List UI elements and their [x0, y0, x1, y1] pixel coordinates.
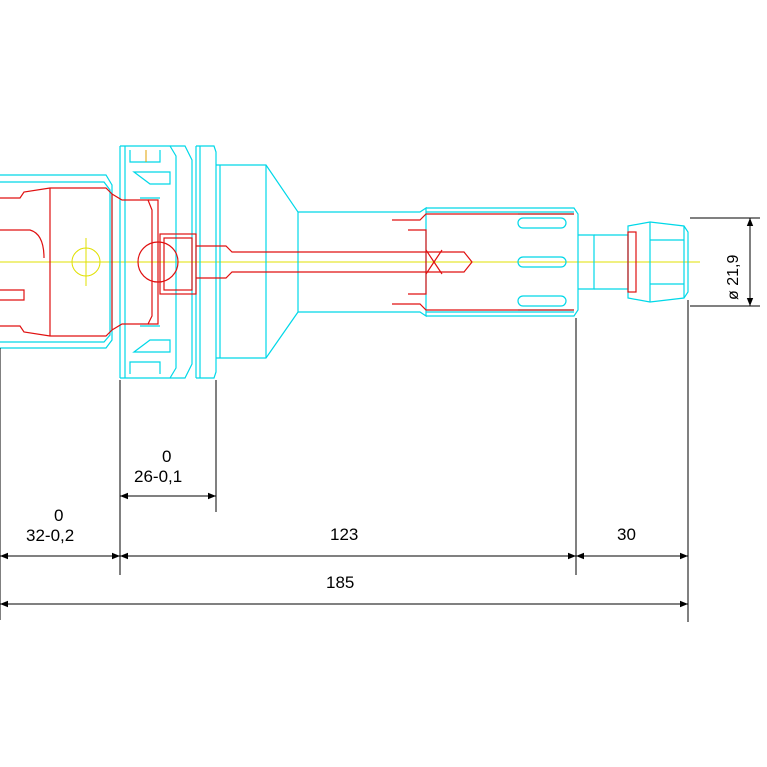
dim-diameter: ø 21,9 [725, 255, 742, 300]
dim-taper-tolerance-upper: 0 [162, 447, 171, 466]
holder-inner-parts [0, 187, 637, 337]
dim-taper-length: 26-0,1 [134, 467, 182, 486]
dim-flange-length: 32-0,2 [26, 526, 74, 545]
dim-total-length: 185 [326, 573, 354, 592]
dim-flange-tolerance-upper: 0 [54, 506, 63, 525]
dimension-lines [0, 217, 760, 622]
dim-shank-length: 123 [330, 525, 358, 544]
dim-collet-length: 30 [617, 525, 636, 544]
